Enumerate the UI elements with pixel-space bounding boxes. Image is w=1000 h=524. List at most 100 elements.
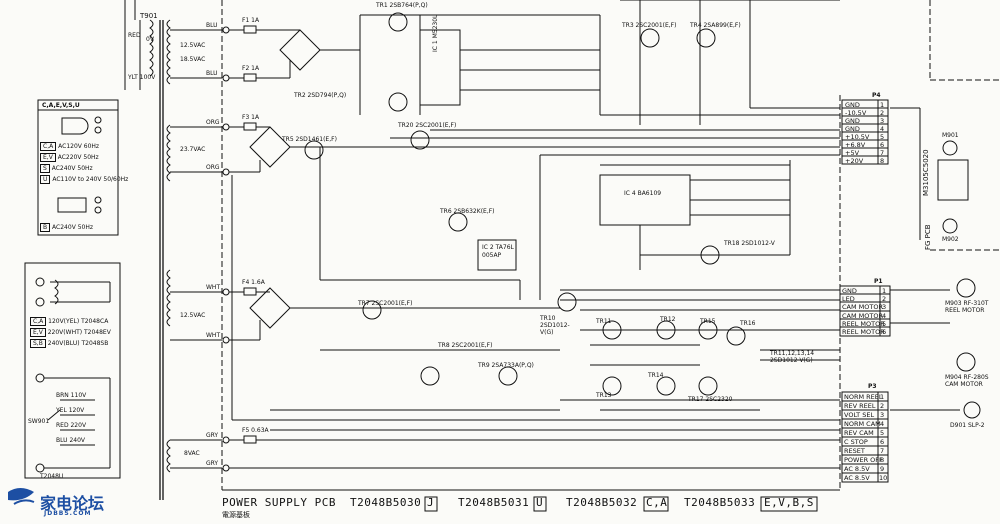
footer-variant-3-code: T2048B5032 <box>566 496 638 509</box>
tr8-symbol <box>420 366 440 386</box>
wire-color-wht-2: WHT <box>206 332 221 339</box>
legend-row-3: S AC240V 50Hz <box>40 164 93 173</box>
voltage-label-1: 12.5VAC <box>180 42 206 49</box>
connector-p1-name: P1 <box>874 278 883 285</box>
p4-pin-5-num: 5 <box>880 133 885 141</box>
part-ic2: IC 2 TA76L 005AP <box>482 244 514 259</box>
p3-pin-1-num: 1 <box>880 393 885 401</box>
tr11-symbol <box>602 320 622 340</box>
motor-m904-symbol <box>956 352 976 372</box>
part-tr10: TR10 2SD1012-V(G) <box>540 315 570 336</box>
wire-color-org-2: ORG <box>206 164 220 171</box>
secondary-coil-1 <box>166 19 171 85</box>
wire-label-red: RED <box>128 32 141 39</box>
part-tr11: TR11 <box>596 318 612 325</box>
secondary-coil-2 <box>166 124 171 182</box>
tr1-symbol <box>388 12 408 32</box>
legend-title: C,A,E,V,S,U <box>42 102 80 109</box>
tr3-symbol <box>640 28 660 48</box>
p1-pin-2-num: 2 <box>882 295 887 303</box>
part-tr4: TR4 2SA899(E,F) <box>690 22 741 29</box>
p3-pin-7-num: 7 <box>880 447 885 455</box>
p4-pin-3-label: GND <box>845 117 860 125</box>
wire-color-blu-1: BLU <box>206 22 218 29</box>
bridge-rectifier-d1 <box>279 29 321 71</box>
legend-code-4: U <box>40 175 51 184</box>
selector-text-1: 120V(YEL) T2048CA <box>48 318 109 325</box>
selector-row-1: C,A 120V(YEL) T2048CA <box>30 317 109 326</box>
part-tr1: TR1 2SB764(P,Q) <box>376 2 428 9</box>
p3-pin-3-num: 3 <box>880 411 885 419</box>
part-tr5: TR5 2SD1461(E,F) <box>282 136 337 143</box>
p3-pin-5-label: REV CAM <box>844 429 874 437</box>
selector-text-2: 220V(WHT) T2048EV <box>47 329 111 336</box>
fuse-label-f5: F5 0.63A <box>242 427 269 434</box>
p3-pin-2-label: REV REEL <box>844 402 876 410</box>
tr2-symbol <box>388 92 408 112</box>
p1-pin-3-num: 3 <box>882 303 887 311</box>
voltage-label-3: 23.7VAC <box>180 146 206 153</box>
footer-variant-1-code: T2048B5030 <box>350 496 422 509</box>
p1-pin-3-label: CAM MOTOR <box>842 303 883 311</box>
part-tr13: TR13 <box>596 392 612 399</box>
p4-pin-1-num: 1 <box>880 101 885 109</box>
legend-row-1: C,A AC120V 60Hz <box>40 142 99 151</box>
legend-box <box>37 99 119 236</box>
footer-variant-3-tag: C,A <box>646 496 668 509</box>
footer-subtitle: 電源基板 <box>222 511 250 519</box>
selector-box <box>24 262 121 479</box>
part-tr14: TR14 <box>648 372 664 379</box>
part-tr17: TR17 2SC2320 <box>688 396 733 403</box>
p4-pin-4-label: GND <box>845 125 860 133</box>
p3-pin-8-num: 8 <box>880 456 885 464</box>
p3-pin-10-num: 10 <box>879 474 888 482</box>
p4-pin-6-num: 6 <box>880 141 885 149</box>
p1-pin-1-num: 1 <box>882 287 887 295</box>
footer-variant-4-tag: E,V,B,S <box>764 496 814 509</box>
p3-pin-3-label: VOLT SEL <box>844 411 875 419</box>
p3-pin-9-label: AC 8.5V <box>844 465 870 473</box>
legend-row-4: U AC110V to 240V 50/60Hz <box>40 175 129 184</box>
voltage-label-4: 12.5VAC <box>180 312 206 319</box>
motor-m902-label: M902 <box>942 236 959 243</box>
footer-variant-1-tag: J <box>427 496 435 509</box>
selector-row-2: E,V 220V(WHT) T2048EV <box>30 328 111 337</box>
motor-m903-symbol <box>956 278 976 298</box>
part-tr20: TR20 2SC2001(E,F) <box>398 122 457 129</box>
legend-code-5: B <box>40 223 51 232</box>
tr16-symbol <box>726 326 746 346</box>
wire-label-ylt: YLT 100V <box>128 74 156 81</box>
board-label-m3105: M3105C5020 <box>922 149 930 196</box>
fuse-label-f2: F2 1A <box>242 65 260 72</box>
fuse-label-f4: F4 1.6A <box>242 279 265 286</box>
tr20-symbol <box>410 130 430 150</box>
motor-m901-label: M901 <box>942 132 959 139</box>
p3-pin-4-label: NORM CAM <box>844 420 881 428</box>
p4-pin-3-num: 3 <box>880 117 885 125</box>
transformer-primary-coil <box>149 19 154 77</box>
watermark-name: 家电论坛 <box>40 494 105 513</box>
ic2-box <box>477 239 517 271</box>
tr10-symbol <box>557 292 577 312</box>
part-tr18: TR18 2SD1012-V <box>724 240 775 247</box>
wire-color-blu-2: BLU <box>206 70 218 77</box>
legend-text-4: AC110V to 240V 50/60Hz <box>52 176 129 183</box>
part-tr12: TR12 <box>660 316 676 323</box>
part-tr15: TR15 <box>700 318 716 325</box>
legend-row-5: B AC240V 50Hz <box>40 223 93 232</box>
part-tr7: TR7 2SC2001(E,F) <box>358 300 413 307</box>
fg-pcb-label: FG PCB <box>924 224 932 250</box>
legend-code-3: S <box>40 164 50 173</box>
tap-brn: BRN 110V <box>56 392 87 399</box>
p3-pin-6-num: 6 <box>880 438 885 446</box>
tr6-symbol <box>448 212 468 232</box>
p4-pin-2-num: 2 <box>880 109 885 117</box>
p4-pin-4-num: 4 <box>880 125 885 133</box>
footer-variant-4-code: T2048B5033 <box>684 496 756 509</box>
plug-b-icon <box>57 197 87 213</box>
footer-tag-boxes <box>424 496 818 512</box>
d901-label: D901 SLP-2 <box>950 422 985 429</box>
p1-pin-2-label: LED <box>842 295 855 303</box>
